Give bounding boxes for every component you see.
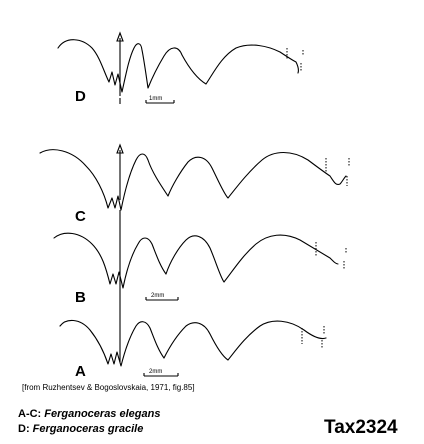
scale-label-a: 2mm	[149, 369, 162, 375]
suture-b: B 2mm	[53, 210, 347, 306]
suture-label-c: C	[75, 208, 86, 225]
suture-a: A 2mm	[59, 290, 327, 380]
species-prefix-d: D:	[18, 423, 33, 435]
source-citation: [from Ruzhentsev & Bogoslovskaia, 1971, …	[22, 383, 195, 392]
arrow-head-d	[116, 31, 124, 42]
scale-label-b: 2mm	[151, 293, 164, 299]
suture-line-c	[39, 149, 347, 211]
tax-id: Tax2324	[324, 417, 398, 438]
scale-label-d: 1mm	[149, 96, 162, 102]
arrow-head-c	[116, 143, 124, 154]
species-name-d: Ferganoceras gracile	[32, 423, 144, 435]
suture-line-d	[57, 39, 299, 93]
suture-label-d: D	[75, 88, 86, 105]
species-line-d: D: Ferganoceras gracile	[18, 423, 143, 435]
suture-d: D 1mm	[57, 31, 304, 105]
species-name-ac: Ferganoceras elegans	[44, 408, 161, 420]
species-prefix-ac: A-C:	[18, 408, 45, 420]
suture-label-b: B	[75, 289, 86, 306]
suture-label-a: A	[75, 363, 86, 380]
species-line-ac: A-C: Ferganoceras elegans	[18, 408, 160, 420]
suture-line-a	[59, 319, 327, 367]
suture-line-b	[53, 232, 339, 289]
suture-c: C	[39, 143, 350, 225]
